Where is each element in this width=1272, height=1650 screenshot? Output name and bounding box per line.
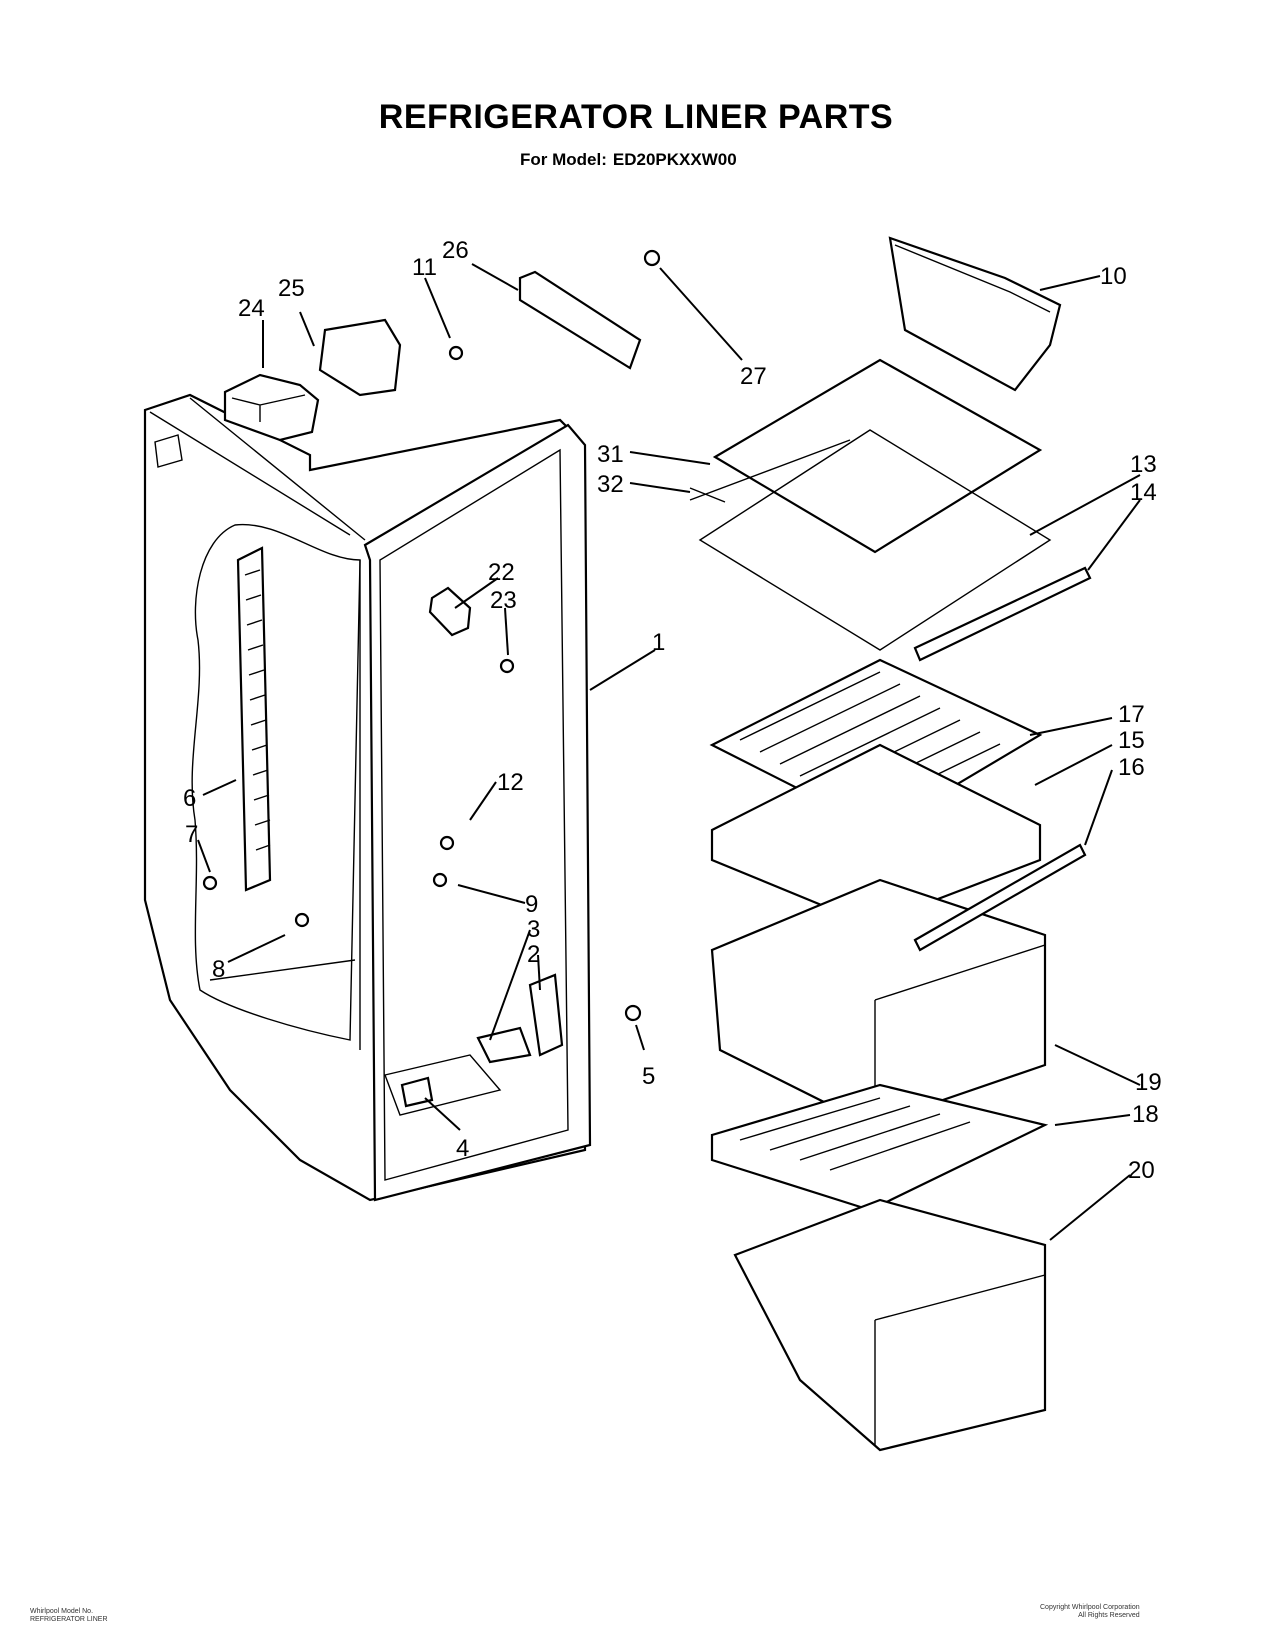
diagram-title: REFRIGERATOR LINER PARTS <box>378 98 894 136</box>
callout-5: 5 <box>642 1063 655 1090</box>
light-socket <box>400 1076 434 1108</box>
callout-26: 26 <box>442 237 469 264</box>
callout-7: 7 <box>185 821 198 848</box>
footer-right: Copyright Whirlpool Corporation All Righ… <box>1040 1604 1140 1620</box>
bracket-22 <box>428 586 472 637</box>
callout-23: 23 <box>490 587 517 614</box>
callout-17: 17 <box>1118 701 1145 728</box>
callout-18: 18 <box>1132 1101 1159 1128</box>
top-trim <box>518 270 642 370</box>
callout-4: 4 <box>456 1135 469 1162</box>
footer-left-line-1: Whirlpool Model No. <box>30 1608 94 1615</box>
glass-shelf <box>689 358 1052 651</box>
footer-left: Whirlpool Model No. REFRIGERATOR LINER <box>30 1608 108 1624</box>
control-bracket <box>318 318 402 397</box>
callout-32: 32 <box>597 471 624 498</box>
callout-1: 1 <box>652 629 665 656</box>
callout-8: 8 <box>212 956 225 983</box>
model-line: For Model: ED20PKXXW00 <box>520 150 743 170</box>
meat-pan <box>733 1198 1047 1452</box>
door-bin <box>888 236 1062 392</box>
callout-15: 15 <box>1118 727 1145 754</box>
callout-13: 13 <box>1130 451 1157 478</box>
support-bracket <box>528 973 564 1057</box>
leader-lines <box>197 263 1141 1241</box>
callout-3: 3 <box>527 916 540 943</box>
shelf-rail-16 <box>913 843 1087 952</box>
callout-16: 16 <box>1118 754 1145 781</box>
crisper-cover <box>710 1083 1049 1212</box>
callout-12: 12 <box>497 769 524 796</box>
callout-20: 20 <box>1128 1157 1155 1184</box>
footer-right-line-2: All Rights Reserved <box>1078 1612 1140 1619</box>
callout-14: 14 <box>1130 479 1157 506</box>
callout-labels: 26 11 25 24 27 10 31 32 13 14 22 23 1 17… <box>183 237 1162 1184</box>
liner-cabinet <box>143 318 592 1202</box>
footer-right-line-1: Copyright Whirlpool Corporation <box>1040 1604 1140 1611</box>
control-housing <box>223 373 320 442</box>
callout-10: 10 <box>1100 263 1127 290</box>
footer-left-line-2: REFRIGERATOR LINER <box>30 1616 108 1623</box>
callout-2: 2 <box>527 941 540 968</box>
model-label: For Model: <box>520 150 607 169</box>
callout-27: 27 <box>740 363 767 390</box>
model-number: ED20PKXXW00 <box>612 150 737 169</box>
callout-6: 6 <box>183 785 196 812</box>
shelf-rail <box>236 546 272 892</box>
crisper-frame <box>710 743 1042 927</box>
callout-11: 11 <box>412 254 437 281</box>
callout-22: 22 <box>488 559 515 586</box>
screws <box>202 249 661 1022</box>
callout-25: 25 <box>278 275 305 302</box>
callout-19: 19 <box>1135 1069 1162 1096</box>
callout-9: 9 <box>525 891 538 918</box>
callout-31: 31 <box>597 441 624 468</box>
shelf-rail-14 <box>913 566 1092 662</box>
callout-24: 24 <box>238 295 265 322</box>
